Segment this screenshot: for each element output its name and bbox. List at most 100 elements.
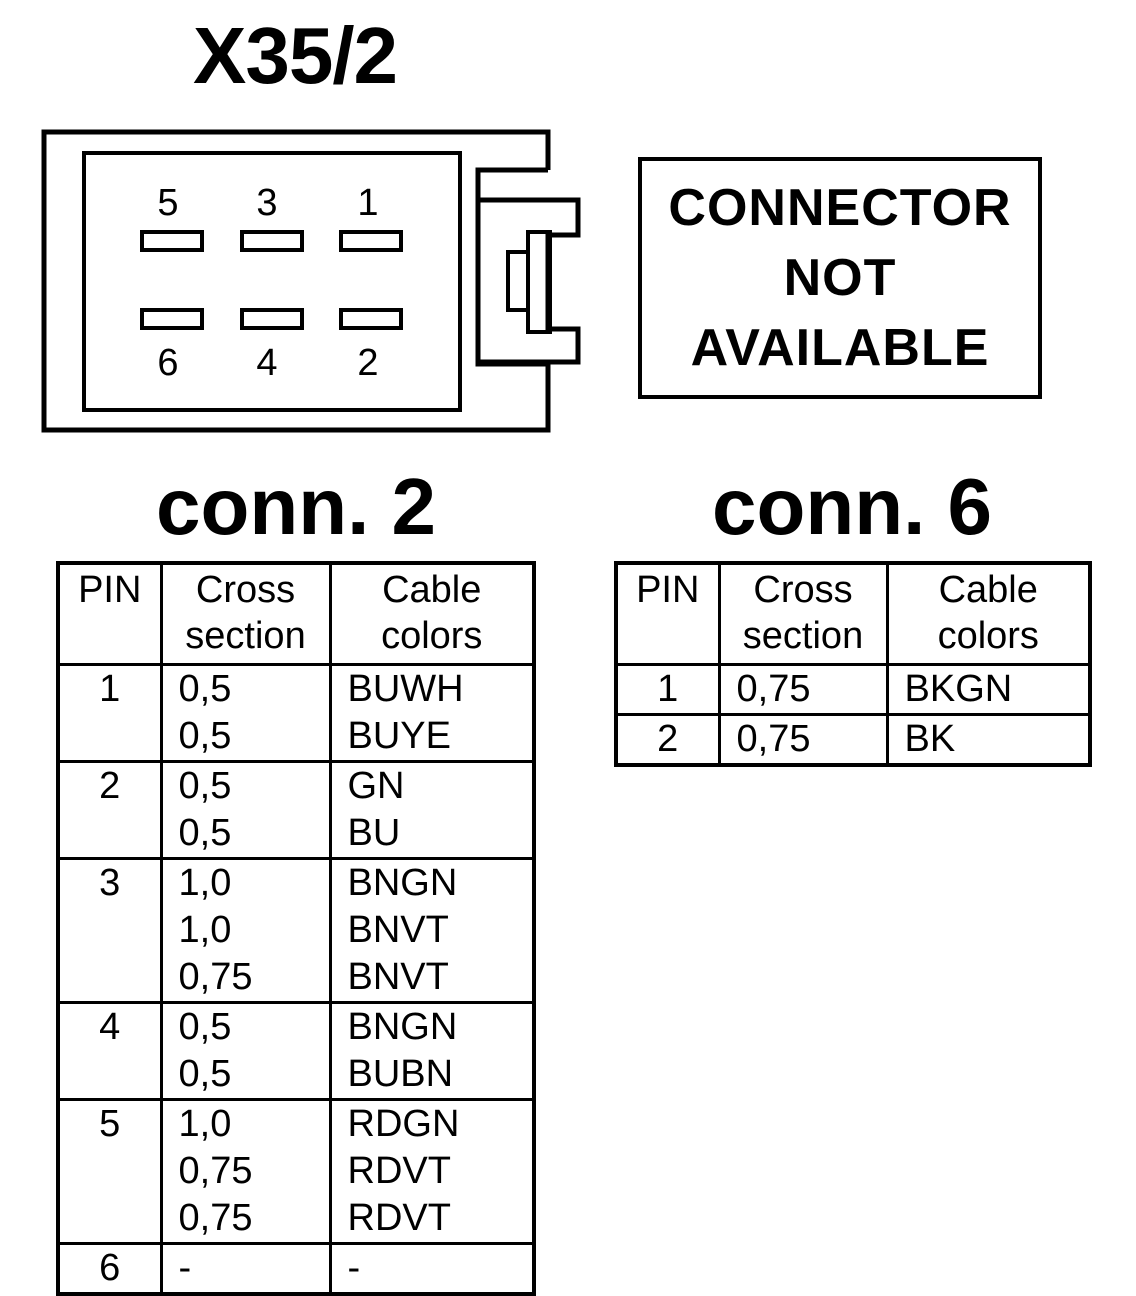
table-row: 5 1,0 0,75 0,75 RDGN RDVT RDVT xyxy=(56,1099,536,1244)
cable-header-line-1: Cable xyxy=(938,569,1038,611)
pin-header: PIN xyxy=(614,563,721,666)
cross-section-cell: 0,75 xyxy=(717,714,889,765)
cross-section-value: 1,0 xyxy=(178,862,232,904)
cross-header-line-2: section xyxy=(185,615,306,657)
cross-section-value: 0,5 xyxy=(178,1006,232,1048)
pin-cell: 5 xyxy=(56,1099,163,1244)
pin-contact-5 xyxy=(140,230,204,252)
pin-label-5: 5 xyxy=(157,182,178,224)
pin-header: PIN xyxy=(56,563,163,666)
connector-not-available-box: CONNECTOR NOT AVAILABLE xyxy=(638,157,1042,399)
connector-diagram: 5 3 1 6 4 2 xyxy=(41,129,581,433)
cable-color-value: BNGN xyxy=(347,862,458,904)
cross-section-value: 0,5 xyxy=(178,812,232,854)
cable-colors-cell: BNGN BNVT BNVT xyxy=(328,858,536,1003)
not-available-line-3: AVAILABLE xyxy=(690,319,990,377)
pin-label-6: 6 xyxy=(157,342,178,384)
cable-color-value: BNVT xyxy=(347,909,449,951)
cable-color-value: RDVT xyxy=(347,1150,451,1192)
connector-latch-rail xyxy=(526,230,552,334)
table-row: 6-- xyxy=(56,1243,536,1294)
cable-color-value: BUBN xyxy=(347,1053,454,1095)
connector-latch-key xyxy=(506,250,530,312)
connector-title: X35/2 xyxy=(192,11,398,100)
cable-color-value: RDVT xyxy=(347,1197,451,1239)
pin-cell: 4 xyxy=(56,1002,163,1100)
cable-colors-cell: GN BU xyxy=(328,761,536,859)
pin-cell: 2 xyxy=(614,714,721,765)
cable-color-value: BNVT xyxy=(347,956,449,998)
cross-section-value: - xyxy=(178,1247,192,1289)
cable-colors-cell: BNGN BUBN xyxy=(328,1002,536,1100)
cross-header-line-1: Cross xyxy=(195,569,296,611)
pin-contact-3 xyxy=(240,230,304,252)
cross-section-value: 0,5 xyxy=(178,1053,232,1095)
cable-color-value: - xyxy=(347,1247,361,1289)
connector-cavity xyxy=(82,151,462,412)
cross-section-value: 1,0 xyxy=(178,909,232,951)
cable-colors-cell: BK xyxy=(885,714,1092,765)
pin-contact-1 xyxy=(339,230,403,252)
cross-section-value: 0,75 xyxy=(178,1150,253,1192)
pin-contact-4 xyxy=(240,308,304,330)
conn2-title: conn. 2 xyxy=(155,462,437,551)
cross-section-value: 0,5 xyxy=(178,668,232,710)
not-available-line-1: CONNECTOR xyxy=(668,179,1012,237)
pin-contact-2 xyxy=(339,308,403,330)
cable-header-line-1: Cable xyxy=(382,569,482,611)
cross-header-line-1: Cross xyxy=(753,569,853,611)
cross-section-cell: 1,0 0,75 0,75 xyxy=(159,1099,332,1244)
cable-colors-cell: - xyxy=(328,1243,536,1294)
cable-color-value: GN xyxy=(347,765,405,807)
cross-section-cell: - xyxy=(159,1243,332,1294)
cable-color-value: BK xyxy=(904,718,956,760)
cross-section-value: 0,75 xyxy=(736,668,811,710)
pin-header-label: PIN xyxy=(78,569,142,611)
cable-color-value: BKGN xyxy=(904,668,1013,710)
cable-color-value: BU xyxy=(347,812,401,854)
connector-housing xyxy=(41,129,551,433)
cable-header-line-2: colors xyxy=(381,615,483,657)
cross-section-value: 0,75 xyxy=(736,718,811,760)
pin-cell: 1 xyxy=(614,664,721,715)
not-available-line-2: NOT xyxy=(783,249,897,307)
conn6-title: conn. 6 xyxy=(711,462,993,551)
table-row: 3 1,0 1,0 0,75 BNGN BNVT BNVT xyxy=(56,858,536,1003)
pin-label-2: 2 xyxy=(357,342,378,384)
cross-section-cell: 1,0 1,0 0,75 xyxy=(159,858,332,1003)
cable-color-value: BNGN xyxy=(347,1006,458,1048)
cross-section-value: 0,5 xyxy=(178,765,232,807)
cable-colors-cell: BKGN xyxy=(885,664,1092,715)
table-row: 2 0,75 BK xyxy=(614,714,1092,765)
pin-header-label: PIN xyxy=(636,569,700,611)
cross-section-value: 0,5 xyxy=(178,715,232,757)
pin-cell: 3 xyxy=(56,858,163,1003)
pin-cell: 6 xyxy=(56,1243,163,1294)
table-row: 1 0,75 BKGN xyxy=(614,664,1092,715)
cross-section-value: 1,0 xyxy=(178,1103,232,1145)
table-row: 4 0,5 0,5 BNGN BUBN xyxy=(56,1002,536,1100)
cable-color-value: RDGN xyxy=(347,1103,460,1145)
cable-header-line-2: colors xyxy=(937,615,1039,657)
cross-section-value: 0,75 xyxy=(178,956,253,998)
cable-color-value: BUYE xyxy=(347,715,451,757)
pin-label-1: 1 xyxy=(357,182,378,224)
pin-cell: 2 xyxy=(56,761,163,859)
pin-label-3: 3 xyxy=(256,182,277,224)
pin-contact-6 xyxy=(140,308,204,330)
cable-colors-cell: RDGN RDVT RDVT xyxy=(328,1099,536,1244)
cross-section-value: 0,75 xyxy=(178,1197,253,1239)
cross-header-line-2: section xyxy=(742,615,864,657)
cross-section-cell: 0,75 xyxy=(717,664,889,715)
